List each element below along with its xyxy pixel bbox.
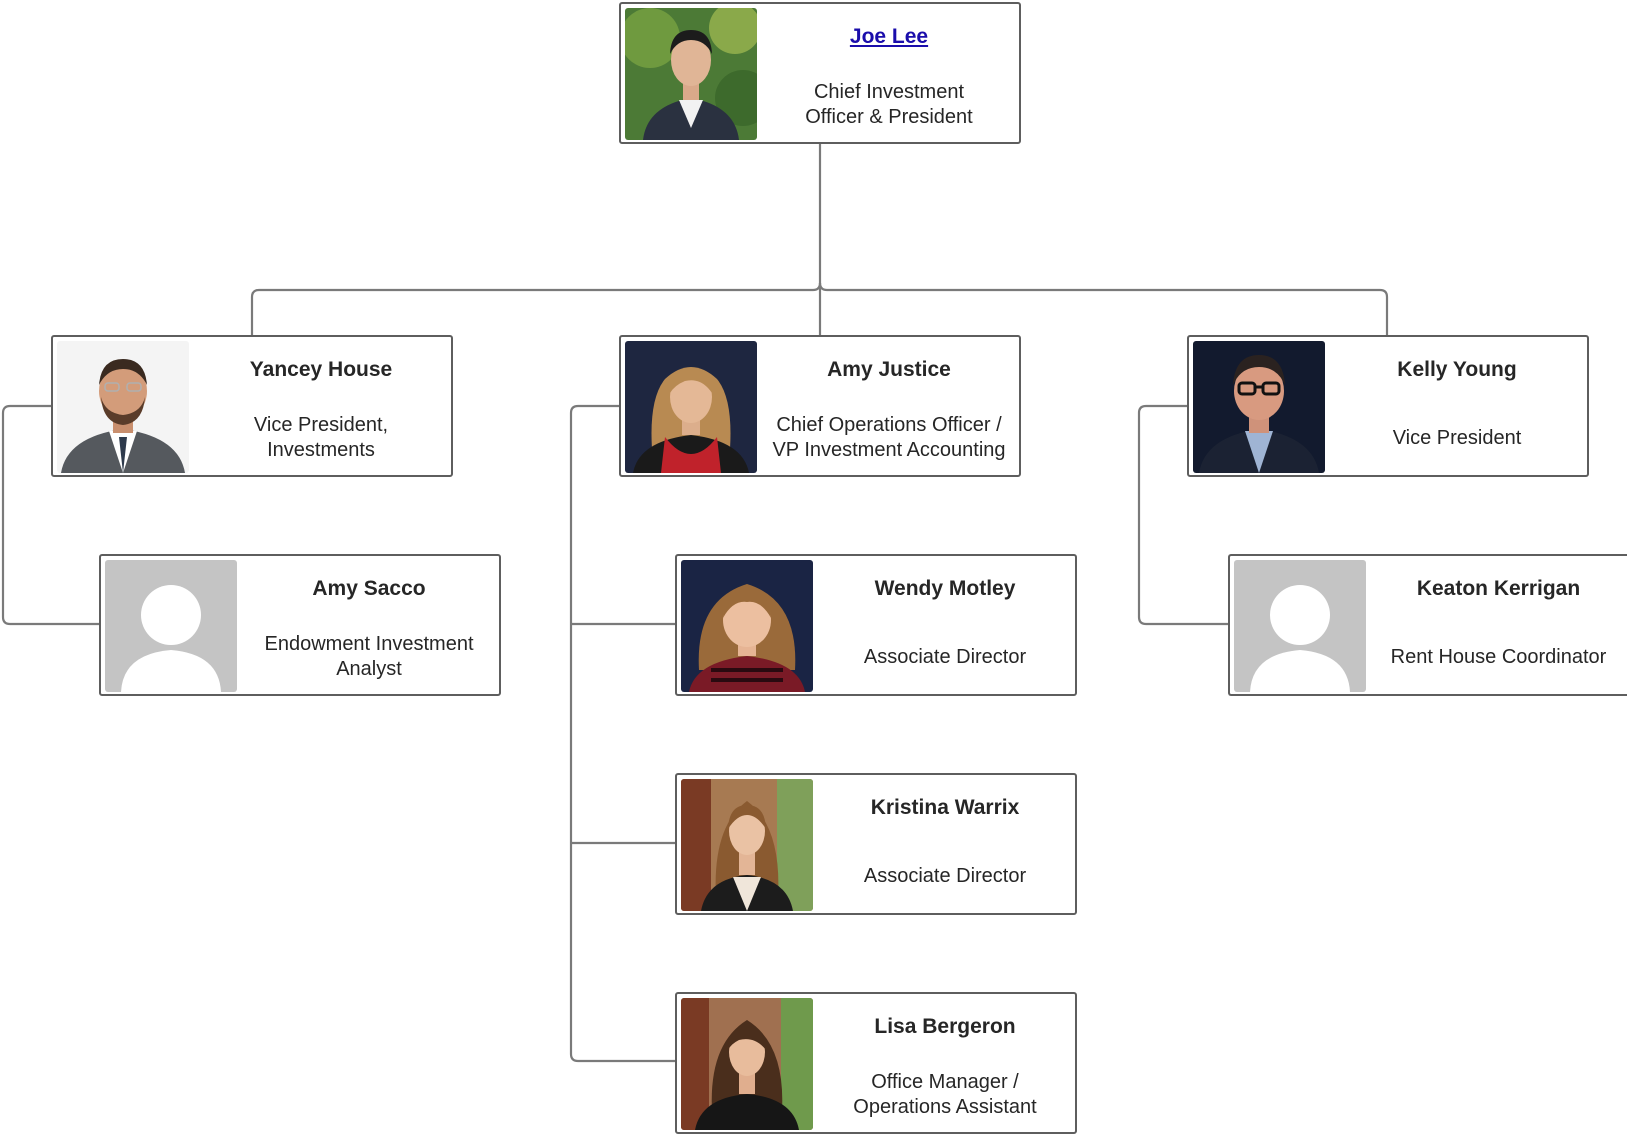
org-card-yancey-house: Yancey House Vice President, Investments [51, 335, 453, 477]
person-name: Kristina Warrix [870, 796, 1020, 819]
placeholder-avatar-icon [105, 560, 237, 692]
person-name-link[interactable]: Joe Lee [849, 25, 929, 48]
person-title: Associate Director [863, 865, 1027, 887]
connector-yancey-reports [1, 404, 99, 626]
person-title: Rent House Coordinator [1390, 646, 1607, 668]
org-card-kelly-young: Kelly Young Vice President [1187, 335, 1589, 477]
person-name: Lisa Bergeron [874, 1015, 1016, 1038]
person-photo [57, 341, 189, 473]
org-card-lisa-bergeron: Lisa Bergeron Office Manager / Operation… [675, 992, 1077, 1134]
person-title: Chief Operations Officer / VP Investment… [772, 414, 1006, 461]
person-photo [625, 341, 757, 473]
person-photo [681, 560, 813, 692]
person-name: Keaton Kerrigan [1416, 577, 1581, 600]
org-card-joe-lee: Joe Lee Chief Investment Officer & Presi… [619, 2, 1021, 144]
person-photo [1193, 341, 1325, 473]
org-card-amy-sacco: Amy Sacco Endowment Investment Analyst [99, 554, 501, 696]
person-name: Amy Sacco [312, 577, 426, 600]
person-title: Vice President [1392, 427, 1522, 449]
person-title: Endowment Investment Analyst [264, 633, 474, 680]
placeholder-avatar-icon [1234, 560, 1366, 692]
person-photo [625, 8, 757, 140]
person-name: Amy Justice [827, 358, 951, 381]
person-title: Vice President, Investments [253, 414, 389, 461]
connector-amy-justice-reports [569, 404, 677, 1063]
person-name: Yancey House [249, 358, 393, 381]
person-title: Associate Director [863, 646, 1027, 668]
person-photo [681, 998, 813, 1130]
org-card-kristina-warrix: Kristina Warrix Associate Director [675, 773, 1077, 915]
org-card-amy-justice: Amy Justice Chief Operations Officer / V… [619, 335, 1021, 477]
person-name: Wendy Motley [874, 577, 1016, 600]
person-name: Kelly Young [1397, 358, 1517, 381]
connector-kelly-reports [1137, 404, 1229, 626]
person-title: Office Manager / Operations Assistant [853, 1071, 1037, 1118]
person-photo [681, 779, 813, 911]
person-title: Chief Investment Officer & President [805, 81, 973, 128]
connector-root-to-kelly [818, 282, 1389, 336]
org-card-keaton-kerrigan: Keaton Kerrigan Rent House Coordinator [1228, 554, 1627, 696]
connector-root-to-vps [250, 143, 822, 336]
org-card-wendy-motley: Wendy Motley Associate Director [675, 554, 1077, 696]
